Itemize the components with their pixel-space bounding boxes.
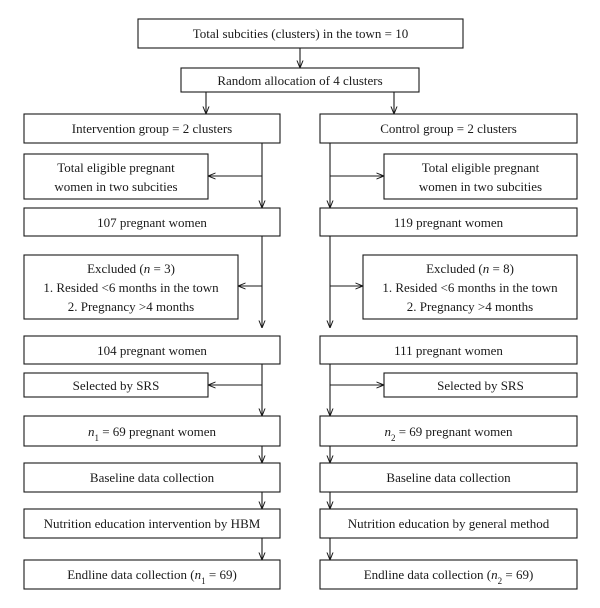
control-selected-label: Selected by SRS — [437, 378, 524, 393]
control-group-label: Control group = 2 clusters — [380, 121, 517, 136]
intervention-education-label: Nutrition education intervention by HBM — [44, 516, 261, 531]
intervention-excluded-reason-2: 2. Pregnancy >4 months — [68, 299, 194, 314]
intervention-sample-box: n1 = 69 pregnant women — [23, 415, 281, 447]
random-allocation-box: Random allocation of 4 clusters — [180, 67, 420, 93]
intervention-enrolled-label: 107 pregnant women — [97, 215, 207, 230]
control-eligible-line-1: Total eligible pregnant — [422, 160, 540, 175]
control-remaining-box: 111 pregnant women — [319, 335, 578, 365]
intervention-eligible-line-2: women in two subcities — [54, 179, 177, 194]
intervention-group-box: Intervention group = 2 clusters — [23, 113, 281, 144]
intervention-remaining-box: 104 pregnant women — [23, 335, 281, 365]
intervention-baseline-label: Baseline data collection — [90, 470, 215, 485]
control-baseline-box: Baseline data collection — [319, 462, 578, 493]
control-enrolled-box: 119 pregnant women — [319, 207, 578, 237]
intervention-endline-box: Endline data collection (n1 = 69) — [23, 559, 281, 590]
total-subcities-label: Total subcities (clusters) in the town =… — [193, 26, 408, 41]
intervention-group-label: Intervention group = 2 clusters — [72, 121, 232, 136]
control-education-label: Nutrition education by general method — [348, 516, 550, 531]
control-baseline-label: Baseline data collection — [386, 470, 511, 485]
intervention-eligible-box: Total eligible pregnant women in two sub… — [23, 153, 209, 200]
control-eligible-line-2: women in two subcities — [419, 179, 542, 194]
intervention-remaining-label: 104 pregnant women — [97, 343, 207, 358]
control-excluded-reason-1: 1. Resided <6 months in the town — [382, 280, 558, 295]
intervention-eligible-line-1: Total eligible pregnant — [57, 160, 175, 175]
intervention-enrolled-box: 107 pregnant women — [23, 207, 281, 237]
control-group-box: Control group = 2 clusters — [319, 113, 578, 144]
control-excluded-reason-2: 2. Pregnancy >4 months — [407, 299, 533, 314]
intervention-education-box: Nutrition education intervention by HBM — [23, 508, 281, 539]
control-excluded-title: Excluded (n = 8) — [426, 261, 514, 276]
intervention-endline-label: Endline data collection (n1 = 69) — [67, 567, 237, 586]
intervention-selected-label: Selected by SRS — [73, 378, 160, 393]
intervention-excluded-reason-1: 1. Resided <6 months in the town — [43, 280, 219, 295]
intervention-selected-box: Selected by SRS — [23, 372, 209, 398]
total-subcities-box: Total subcities (clusters) in the town =… — [137, 18, 464, 49]
control-eligible-box: Total eligible pregnant women in two sub… — [383, 153, 578, 200]
control-endline-box: Endline data collection (n2 = 69) — [319, 559, 578, 590]
control-selected-box: Selected by SRS — [383, 372, 578, 398]
random-allocation-label: Random allocation of 4 clusters — [217, 73, 382, 88]
intervention-excluded-title: Excluded (n = 3) — [87, 261, 175, 276]
control-remaining-label: 111 pregnant women — [394, 343, 503, 358]
intervention-baseline-box: Baseline data collection — [23, 462, 281, 493]
intervention-excluded-box: Excluded (n = 3) 1. Resided <6 months in… — [23, 254, 239, 320]
control-endline-label: Endline data collection (n2 = 69) — [364, 567, 534, 586]
control-excluded-box: Excluded (n = 8) 1. Resided <6 months in… — [362, 254, 578, 320]
control-enrolled-label: 119 pregnant women — [394, 215, 504, 230]
control-education-box: Nutrition education by general method — [319, 508, 578, 539]
control-sample-box: n2 = 69 pregnant women — [319, 415, 578, 447]
connectors — [206, 48, 394, 560]
intervention-sample-label: n1 = 69 pregnant women — [88, 424, 217, 443]
control-sample-label: n2 = 69 pregnant women — [384, 424, 513, 443]
